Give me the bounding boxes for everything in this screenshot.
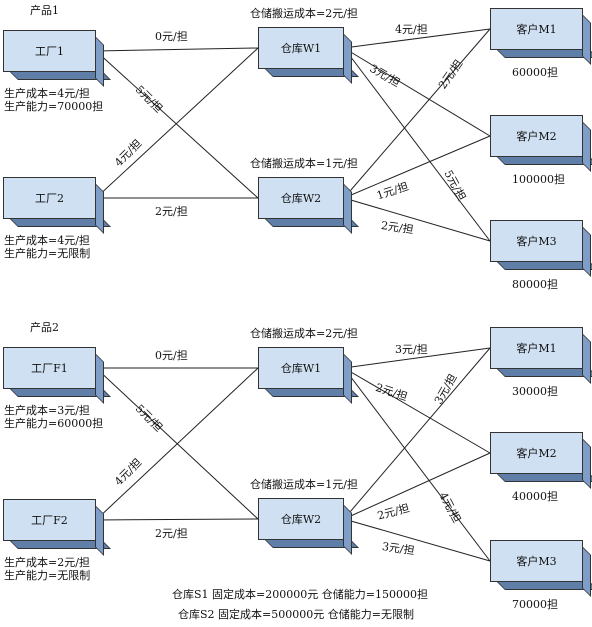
- warehouse-1-side: [343, 33, 352, 84]
- customer-2-demand: 100000担: [512, 173, 565, 186]
- edge-w1-m2: [343, 47, 491, 137]
- edge-w1-m1: [343, 347, 491, 369]
- factory-1-cost: 生产成本=3元/担: [4, 404, 90, 417]
- warehouse-1-handling: 仓储搬运成本=2元/担: [250, 7, 358, 20]
- customer-3-bottom: [496, 581, 592, 590]
- customer-1-label: 客户M1: [490, 327, 583, 369]
- factory-1: 工厂F1: [3, 347, 111, 404]
- factory-1-cost: 生产成本=4元/担: [4, 87, 90, 100]
- edge-w2-m3: [343, 197, 491, 242]
- section-title: 产品2: [30, 321, 59, 334]
- factory-2-label: 工厂2: [3, 177, 96, 219]
- factory-1: 工厂1: [3, 30, 111, 87]
- factory-1-label: 工厂1: [3, 30, 96, 72]
- edge-f2-w2: [95, 518, 259, 521]
- customer-2-bottom: [496, 473, 592, 482]
- factory-2-cost: 生产成本=2元/担: [4, 556, 90, 569]
- factory-2-capacity: 生产能力=无限制: [4, 247, 91, 260]
- cost-f1-w1: 0元/担: [155, 349, 188, 362]
- factory-2-cost: 生产成本=4元/担: [4, 234, 90, 247]
- cost-f2-w2: 2元/担: [155, 205, 188, 218]
- factory-1-side: [95, 36, 104, 87]
- factory-2-side: [95, 505, 104, 556]
- customer-2-label: 客户M2: [490, 115, 583, 157]
- customer-2-side: [582, 438, 591, 489]
- warehouse-1: 仓库W1: [258, 27, 359, 84]
- factory-2: 工厂2: [3, 177, 111, 234]
- edge-w1-m3: [343, 47, 491, 242]
- warehouse-2-label: 仓库W2: [258, 177, 344, 219]
- warehouse-1-label: 仓库W1: [258, 27, 344, 69]
- customer-1-demand: 60000担: [512, 66, 558, 79]
- edge-w1-m1: [343, 28, 491, 49]
- customer-1-demand: 30000担: [512, 385, 558, 398]
- customer-2: 客户M2: [490, 115, 592, 172]
- customer-3: 客户M3: [490, 540, 592, 597]
- cost-w1-m1: 3元/担: [395, 343, 428, 356]
- warehouse-2-handling: 仓储搬运成本=1元/担: [250, 157, 358, 170]
- edge-f2-w1: [95, 367, 259, 521]
- warehouse-2-label: 仓库W2: [258, 498, 344, 540]
- warehouse-1-side: [343, 353, 352, 404]
- customer-2-side: [582, 121, 591, 172]
- cost-f2-w2: 2元/担: [155, 527, 188, 540]
- warehouse-1-label: 仓库W1: [258, 347, 344, 389]
- factory-1-side: [95, 353, 104, 404]
- customer-1: 客户M1: [490, 327, 592, 384]
- customer-2-label: 客户M2: [490, 432, 583, 474]
- edge-w2-m2: [343, 452, 491, 520]
- warehouse-1: 仓库W1: [258, 347, 359, 404]
- warehouse-1-handling: 仓储搬运成本=2元/担: [250, 327, 358, 340]
- section-title: 产品1: [30, 4, 59, 17]
- edge-w1-m3: [343, 367, 491, 562]
- customer-2-bottom: [496, 156, 592, 165]
- customer-2-demand: 40000担: [512, 490, 558, 503]
- customer-3-side: [582, 546, 591, 597]
- customer-1: 客户M1: [490, 8, 592, 65]
- customer-1-label: 客户M1: [490, 8, 583, 50]
- factory-2-side: [95, 183, 104, 234]
- edge-w2-m1: [343, 347, 491, 520]
- warehouse-2-side: [343, 183, 352, 234]
- factory-1-capacity: 生产能力=60000担: [4, 417, 104, 430]
- warehouse-2-side: [343, 504, 352, 555]
- customer-1-side: [582, 14, 591, 65]
- customer-3-side: [582, 226, 591, 277]
- factory-2: 工厂F2: [3, 499, 111, 556]
- factory-1-capacity: 生产能力=70000担: [4, 100, 104, 113]
- customer-1-bottom: [496, 49, 592, 58]
- warehouse-2: 仓库W2: [258, 498, 359, 555]
- cost-w1-m1: 4元/担: [395, 23, 428, 36]
- customer-3-label: 客户M3: [490, 540, 583, 582]
- warehouse-2: 仓库W2: [258, 177, 359, 234]
- edge-f2-w1: [95, 47, 259, 199]
- edge-w2-m2: [343, 135, 491, 199]
- customer-1-side: [582, 333, 591, 384]
- customer-3-label: 客户M3: [490, 220, 583, 262]
- footer-warehouse-s2: 仓库S2 固定成本=500000元 仓储能力=无限制: [178, 608, 414, 621]
- factory-1-label: 工厂F1: [3, 347, 96, 389]
- customer-3-demand: 70000担: [512, 598, 558, 611]
- customer-2: 客户M2: [490, 432, 592, 489]
- customer-3: 客户M3: [490, 220, 592, 277]
- edge-w1-m2: [343, 367, 491, 454]
- footer-warehouse-s1: 仓库S1 固定成本=200000元 仓储能力=150000担: [172, 588, 428, 601]
- customer-3-demand: 80000担: [512, 278, 558, 291]
- customer-3-bottom: [496, 261, 592, 270]
- warehouse-2-handling: 仓储搬运成本=1元/担: [250, 478, 358, 491]
- edge-f1-w1: [95, 47, 259, 52]
- customer-1-bottom: [496, 368, 592, 377]
- cost-f1-w1: 0元/担: [155, 30, 188, 43]
- edge-w2-m3: [343, 518, 491, 562]
- factory-2-capacity: 生产能力=无限制: [4, 569, 91, 582]
- factory-2-label: 工厂F2: [3, 499, 96, 541]
- edge-f1-w2: [95, 50, 259, 199]
- edge-w2-m1: [343, 28, 491, 199]
